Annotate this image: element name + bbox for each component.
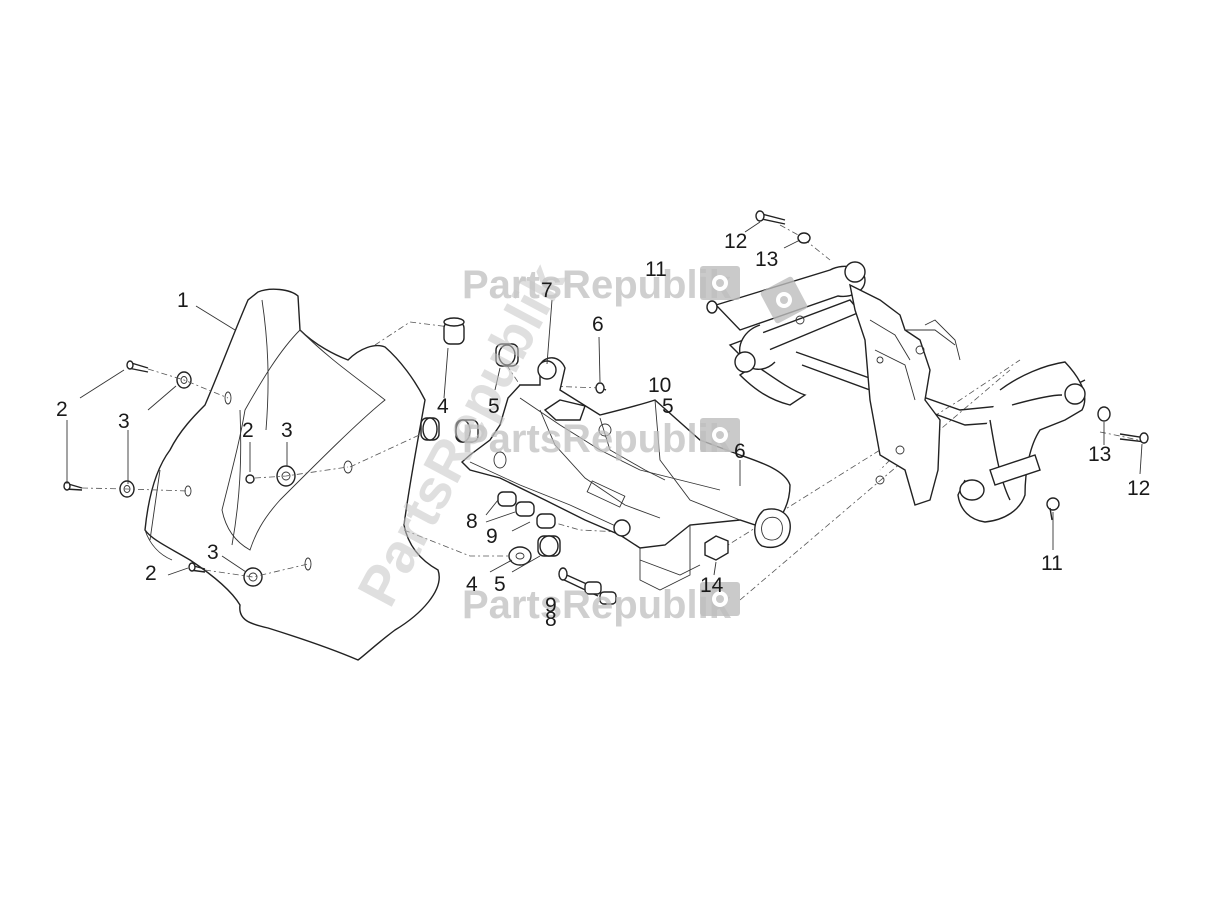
washer-part [243,567,263,587]
callout-4: 4 [437,395,449,418]
callout-2: 2 [242,419,254,442]
grommet-part [455,419,479,443]
grommet-part [420,417,440,441]
washer-part [1097,406,1111,422]
callout-3: 3 [281,419,293,442]
screw-part [126,360,149,373]
gear-flag-icon [700,266,740,300]
callout-11: 11 [645,258,667,281]
grommet-part [495,343,519,367]
gear-flag-icon [760,276,808,324]
screw-part [245,474,255,484]
callout-9: 9 [545,594,557,617]
callout-5: 5 [662,395,674,418]
callout-8: 8 [545,608,557,631]
callout-13: 13 [755,248,778,271]
grommet-part [443,317,465,345]
fairing-bracket-part [460,357,791,591]
watermark-text: PartsRepublik [462,263,732,307]
callout-8: 8 [466,510,478,533]
callout-labels: 1 2 3 2 3 3 2 4 5 6 10 5 6 8 9 4 5 7 11 … [56,230,1150,631]
callout-11: 11 [1041,552,1063,575]
watermark-text: PartsRepublik [462,583,732,627]
callout-4: 4 [466,573,478,596]
callout-3: 3 [207,541,219,564]
screw-part [63,481,83,491]
bolt-part [755,210,786,225]
screw-part [188,562,206,573]
callout-12: 12 [1127,477,1150,500]
support-frame-part [706,210,1149,523]
washer-part [797,232,811,244]
bolt-part [1046,497,1060,521]
callout-9: 9 [486,525,498,548]
callout-2: 2 [56,398,68,421]
callout-1: 1 [177,289,189,312]
callout-3: 3 [118,410,130,433]
callout-10: 10 [648,374,671,397]
grommet-part [508,546,532,566]
bolt-part [706,300,718,314]
screw-part [595,382,607,394]
leader-lines [66,221,1143,576]
grommet-part [537,535,561,557]
callout-13: 13 [1088,443,1111,466]
callout-6: 6 [734,440,746,463]
callout-14: 14 [700,574,724,597]
callout-5: 5 [488,395,500,418]
nut-part [704,535,729,561]
callout-6: 6 [592,313,604,336]
spacer-part [497,491,556,529]
watermark-text: PartsRepublik [462,417,732,461]
gear-flag-icon [700,582,740,616]
callout-7: 7 [541,279,553,302]
callout-5: 5 [494,573,506,596]
windshield-hardware [63,360,296,587]
callout-12: 12 [724,230,747,253]
bolt-part [558,567,617,605]
gear-flag-icon [700,418,740,452]
bolt-part [1119,432,1149,444]
callout-2: 2 [145,562,157,585]
